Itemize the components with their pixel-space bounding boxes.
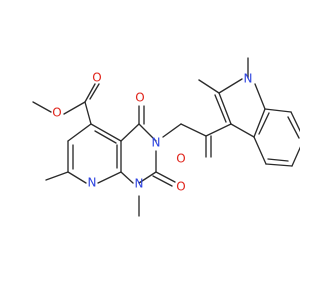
bond-c8a-n1: [120, 171, 134, 184]
bond-c4a-c5: [90, 123, 122, 142]
bond-c2-o-a: [155, 171, 176, 183]
bond-c6-c7-inner: [287, 116, 300, 139]
atom-label-o-c2: O: [176, 180, 185, 194]
bond-n1-c7a: [254, 83, 266, 110]
indole-ring-system: [198, 57, 300, 167]
bond-o-carbonyl-carbon: [63, 101, 86, 115]
bond-n3-ch2: [162, 123, 182, 138]
atom-label-n1: N: [135, 177, 144, 191]
bond-ester-to-ring: [84, 101, 92, 125]
bond-c2-n1-indole: [218, 78, 243, 94]
bond-c3-c2-inner: [214, 94, 227, 123]
bond-ch2-ketone-c: [180, 123, 207, 137]
bond-carbonyl-double-a: [84, 83, 96, 103]
bond-c7-c7a: [264, 108, 292, 113]
bond-c7-n8: [67, 171, 87, 184]
bond-c5-c6: [291, 146, 300, 167]
bond-c7a-c3a: [253, 108, 266, 138]
molecule-canvas: O O O O O N N N N: [32, 57, 300, 217]
atom-label-o-ester-carbonyl: O: [92, 71, 101, 85]
bond-c3a-c4: [253, 136, 267, 165]
ketone-linker: [162, 123, 232, 158]
bond-c2-methyl: [198, 79, 220, 94]
bond-c4-c5-inner: [267, 158, 289, 162]
atom-label-o-c4: O: [135, 91, 144, 105]
bond-c6-c7: [290, 111, 300, 133]
atom-label-o-ketone: O: [176, 152, 185, 166]
bond-c4-n3: [138, 123, 157, 142]
bond-c4a-c5-inner: [94, 130, 117, 144]
bond-c4a-c4: [120, 123, 140, 142]
bond-n8-c8a: [97, 171, 122, 184]
atom-labels: O O O O O N N N N: [52, 71, 252, 194]
bond-c5-c6: [67, 123, 92, 142]
bond-c7-methyl: [45, 171, 69, 181]
bond-c2-o-b: [152, 175, 173, 187]
bond-c3-c2: [218, 92, 232, 125]
atom-label-o-ester-ether: O: [52, 106, 61, 120]
bond-c2-n1: [138, 171, 157, 184]
atom-label-n-pyridine: N: [88, 176, 97, 190]
atom-label-n3: N: [152, 136, 161, 150]
pyrimidinedione-ring: [120, 105, 176, 217]
molecule-structure-diagram: O O O O O N N N N: [32, 57, 300, 217]
bond-c4-c5: [265, 163, 293, 167]
bond-ketone-to-indole: [205, 123, 232, 137]
bond-c3a-c3: [230, 123, 255, 138]
bond-ome-methyl: [32, 101, 52, 113]
pyridine-ring: [45, 123, 122, 184]
methyl-ester-group: [32, 83, 100, 125]
bond-carbonyl-double-b: [89, 83, 100, 100]
bond-c3a-c7a-inner: [258, 112, 270, 135]
atom-label-n-indole: N: [244, 72, 253, 86]
